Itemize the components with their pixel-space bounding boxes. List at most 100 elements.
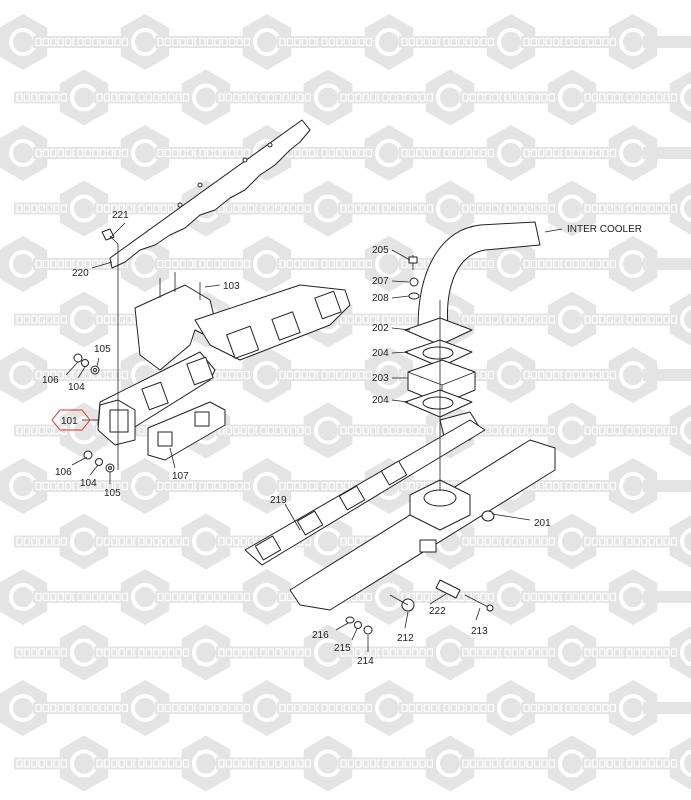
callout-212[interactable]: 212 [397, 633, 414, 644]
leader-lines [65, 222, 563, 652]
watermark-logo [380, 180, 515, 237]
callout-103[interactable]: 103 [223, 281, 240, 292]
callout-105[interactable]: 105 [104, 488, 121, 499]
callout-202[interactable]: 202 [372, 323, 389, 334]
watermark-logo [75, 125, 210, 181]
part-221-bolt[interactable] [101, 228, 119, 245]
watermark-logo [563, 680, 691, 736]
callout-201[interactable]: 201 [534, 518, 551, 529]
watermark-logo [380, 69, 515, 126]
part-204-gasket-upper[interactable] [404, 339, 473, 368]
callout-220[interactable]: 220 [72, 268, 89, 279]
callout-204[interactable]: 204 [372, 395, 389, 406]
callout-101[interactable]: 101 [61, 416, 78, 427]
part-202-flange[interactable] [404, 317, 473, 346]
watermark-logo [136, 624, 271, 681]
watermark-logo [563, 569, 691, 625]
part-201-intake-manifold[interactable] [289, 439, 556, 611]
watermark-logo [502, 624, 637, 681]
watermark-logo [624, 182, 691, 235]
callout-221[interactable]: 221 [112, 210, 129, 221]
watermark-logo [75, 569, 210, 625]
callout-203[interactable]: 203 [372, 373, 389, 384]
watermark-logo [14, 513, 149, 570]
part-213-bolt[interactable] [464, 594, 494, 612]
watermark-logo [75, 680, 210, 736]
watermark-logo [258, 735, 393, 792]
part-101-exhaust-manifold-front[interactable] [97, 351, 216, 446]
watermark-logo [136, 735, 271, 792]
callout-labels: 221 220 103 105 106 104 101 106 104 105 … [42, 210, 642, 667]
watermark-logo [441, 680, 576, 736]
watermark-logo [502, 402, 637, 459]
watermark-logo [258, 69, 393, 126]
callout-105[interactable]: 105 [94, 344, 111, 355]
nuts-washers-upper[interactable] [73, 353, 100, 375]
callout-208[interactable]: 208 [372, 293, 389, 304]
callout-106[interactable]: 106 [55, 467, 72, 478]
watermark-logo [563, 236, 691, 292]
watermark-logo [624, 626, 691, 679]
watermark-logo [380, 735, 515, 792]
nuts-washers-lower[interactable] [83, 450, 115, 473]
callout-219[interactable]: 219 [270, 495, 287, 506]
watermark-logo [563, 458, 691, 514]
callout-215[interactable]: 215 [334, 643, 351, 654]
watermark-logo [624, 737, 691, 790]
nuts-washers-bottom[interactable] [345, 616, 373, 635]
callout-213[interactable]: 213 [471, 626, 488, 637]
part-222-sleeve[interactable] [435, 579, 461, 599]
callout-214[interactable]: 214 [357, 656, 374, 667]
watermark-logo [319, 125, 454, 181]
watermark-logo [14, 180, 149, 237]
inter-cooler-label: INTER COOLER [567, 224, 642, 235]
watermark-logo [0, 347, 88, 403]
watermark-logo [563, 347, 691, 403]
watermark-logo [75, 14, 210, 70]
part-205-bolt[interactable] [408, 255, 420, 300]
part-212-bolt[interactable] [389, 594, 415, 612]
part-220-heat-shield[interactable] [109, 119, 311, 269]
watermark-logo [258, 180, 393, 237]
watermark-logo [441, 14, 576, 70]
callout-207[interactable]: 207 [372, 276, 389, 287]
watermark-logo [0, 680, 88, 736]
watermark-logo [502, 735, 637, 792]
inter-cooler-pipe[interactable] [417, 221, 541, 329]
watermark-logo [197, 14, 332, 70]
callout-107[interactable]: 107 [172, 471, 189, 482]
watermark-logo [258, 624, 393, 681]
callout-222[interactable]: 222 [429, 606, 446, 617]
watermark-logo [0, 458, 88, 514]
watermark-logo [14, 291, 149, 348]
watermark-logo [0, 569, 88, 625]
part-203-heater[interactable] [407, 359, 476, 405]
callout-216[interactable]: 216 [312, 630, 329, 641]
watermark-logo [197, 458, 332, 514]
watermark-logo [258, 402, 393, 459]
callout-205[interactable]: 205 [372, 245, 389, 256]
callout-101-highlight[interactable] [51, 409, 91, 431]
watermark-logo [75, 458, 210, 514]
part-219-gasket[interactable] [244, 419, 486, 566]
watermark-logo [563, 125, 691, 181]
watermark-logo [502, 291, 637, 348]
callout-106[interactable]: 106 [42, 375, 59, 386]
callout-104[interactable]: 104 [80, 478, 97, 489]
watermark-logo [441, 569, 576, 625]
watermark-logo [14, 624, 149, 681]
callout-204[interactable]: 204 [372, 348, 389, 359]
watermark-logo [563, 14, 691, 70]
watermark-logo [624, 71, 691, 124]
part-103-exhaust-manifold-rear[interactable] [134, 272, 351, 371]
watermark-logo [14, 735, 149, 792]
watermark-logo [14, 69, 149, 126]
watermark-logo [0, 125, 88, 181]
watermark-logo [502, 180, 637, 237]
watermark-logo [197, 680, 332, 736]
callout-104[interactable]: 104 [68, 382, 85, 393]
watermark-logo [380, 624, 515, 681]
watermark-logo [197, 236, 332, 292]
watermark-logo [624, 293, 691, 346]
part-204-gasket-lower[interactable] [404, 389, 473, 418]
